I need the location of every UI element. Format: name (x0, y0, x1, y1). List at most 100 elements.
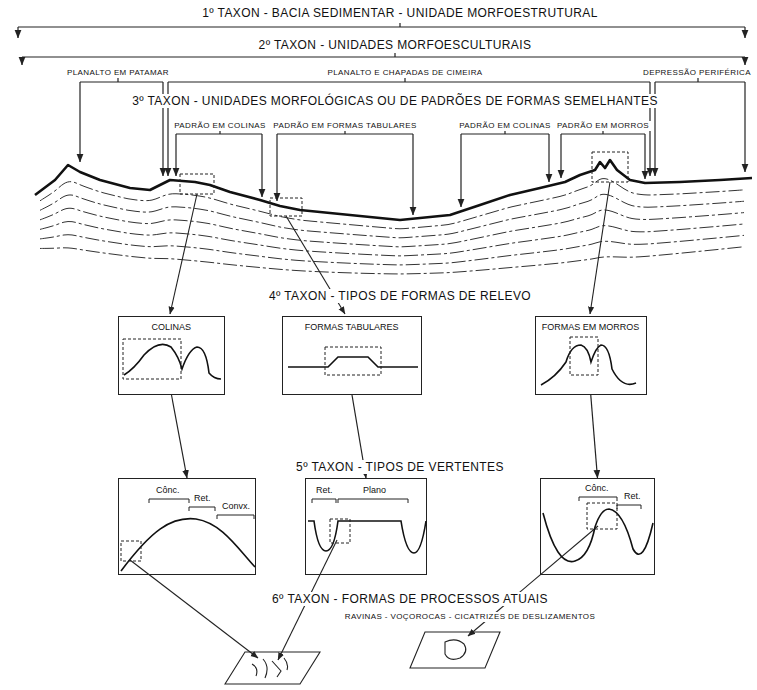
taxon-heading: 1º TAXON - BACIA SEDIMENTAR - UNIDADE MO… (200, 6, 600, 20)
detail-frame (325, 347, 381, 375)
bracket (655, 78, 745, 176)
leader-arrow (590, 182, 610, 314)
segment-bracket (617, 505, 641, 509)
terrain-plate (225, 652, 320, 684)
bracket-bar (277, 130, 413, 134)
stratum-line (40, 235, 744, 265)
sample-frame (180, 174, 214, 194)
relief-profile (288, 357, 418, 367)
segment-bracket (217, 515, 254, 519)
taxon-heading: 5º TAXON - TIPOS DE VERTENTES (294, 460, 506, 474)
bracket-arrow (79, 82, 80, 162)
slope-segment-label: Ret. (315, 485, 334, 496)
unit-label: DEPRESSÃO PERIFÉRICA (641, 68, 753, 78)
stratum-line (40, 208, 744, 247)
bracket (80, 78, 163, 176)
form-heading: FORMAS TABULARES (304, 322, 400, 333)
bracket-bar (22, 53, 745, 57)
relief-form-box: COLINAS (118, 316, 225, 395)
taxon-heading: 3º TAXON - UNIDADES MORFOLÓGICAS OU DE P… (130, 94, 660, 108)
taxon-connector (172, 395, 188, 478)
bracket-arrow (17, 27, 18, 38)
bracket-bar (80, 78, 163, 82)
relief-profile (541, 345, 636, 385)
unit-label: PLANALTO EM PATAMAR (65, 68, 171, 78)
stratum-line (40, 179, 744, 229)
taxon-brackets (18, 23, 745, 215)
form-heading: COLINAS (150, 322, 192, 333)
slope-segment-label: Cônc. (155, 485, 181, 496)
pattern-label: PADRÃO EM MORROS (555, 121, 651, 131)
taxon-connector (591, 395, 598, 478)
relief-profile (543, 509, 653, 562)
slope-segment-label: Ret. (193, 493, 212, 504)
segment-bracket (189, 507, 215, 511)
bracket-arrow (744, 82, 745, 172)
bracket-arrow (744, 57, 745, 65)
pattern-label: PADRÃO EM FORMAS TABULARES (271, 121, 418, 131)
bracket-arrow (412, 134, 413, 215)
process-label: RAVINAS - VOÇOROCAS - CICATRIZES DE DESL… (343, 612, 597, 622)
slope-type-box: Cônc. Ret. (540, 478, 655, 575)
slope-segment-label: Convx. (221, 501, 251, 512)
terrain-plate (410, 632, 500, 668)
bracket (561, 130, 645, 179)
slope-segment-label: Plano (362, 485, 387, 496)
bracket-bar (461, 130, 549, 134)
detail-frame (570, 337, 598, 375)
bracket (461, 130, 549, 207)
landslide-sketch (410, 632, 500, 668)
sample-frames (180, 152, 628, 216)
pattern-label: PADRÃO EM COLINAS (172, 121, 268, 131)
relief-profile (124, 344, 221, 379)
bracket-arrow (21, 57, 22, 65)
relief-profile (121, 519, 255, 571)
detail-frame (123, 339, 181, 379)
segment-bracket (338, 499, 408, 503)
taxon-heading: 6º TAXON - FORMAS DE PROCESSOS ATUAIS (270, 592, 550, 606)
segment-bracket (149, 499, 189, 503)
sediment-strata (40, 179, 744, 274)
stratum-line (40, 247, 744, 274)
bracket-bar (655, 78, 745, 82)
taxon-heading: 2º TAXON - UNIDADES MORFOESCULTURAIS (257, 38, 534, 52)
slope-segment-label: Ret. (623, 491, 642, 502)
bracket-bar (168, 78, 650, 82)
bracket-arrow (744, 27, 745, 38)
bracket (277, 130, 413, 215)
slope-type-box: Cônc. Ret. Convx. (118, 478, 256, 575)
pattern-label: PADRÃO EM COLINAS (457, 121, 553, 131)
bracket-bar (18, 23, 745, 27)
form-heading: FORMAS EM MORROS (541, 322, 641, 333)
unit-label: PLANALTO E CHAPADAS DE CIMEIRA (325, 68, 484, 78)
bracket (176, 130, 262, 197)
sample-frame (592, 152, 628, 182)
erosion-sketch (225, 652, 320, 684)
sample-frame (270, 198, 302, 216)
leader-arrow (170, 194, 197, 314)
bracket-bar (176, 130, 262, 134)
stratum-line (40, 221, 744, 255)
leader-arrows (130, 182, 610, 660)
detail-frame (587, 503, 617, 529)
bracket-arrow (460, 134, 461, 207)
detail-frame (330, 519, 350, 543)
form-drawing (119, 479, 257, 576)
slope-segment-label: Cônc. (584, 483, 610, 494)
landslide-scar (445, 640, 466, 659)
taxon-heading: 4º TAXON - TIPOS DE FORMAS DE RELEVO (267, 289, 533, 303)
bracket-arrow (560, 134, 561, 178)
bracket (22, 53, 745, 65)
segment-bracket (579, 497, 617, 501)
gully-lines (252, 658, 288, 678)
bracket-arrow (548, 134, 549, 182)
detail-frame (121, 541, 141, 561)
stratum-line (40, 194, 744, 238)
bracket-arrow (276, 134, 277, 201)
bracket (18, 23, 745, 38)
segment-bracket (312, 499, 336, 503)
relief-profile (308, 521, 426, 553)
